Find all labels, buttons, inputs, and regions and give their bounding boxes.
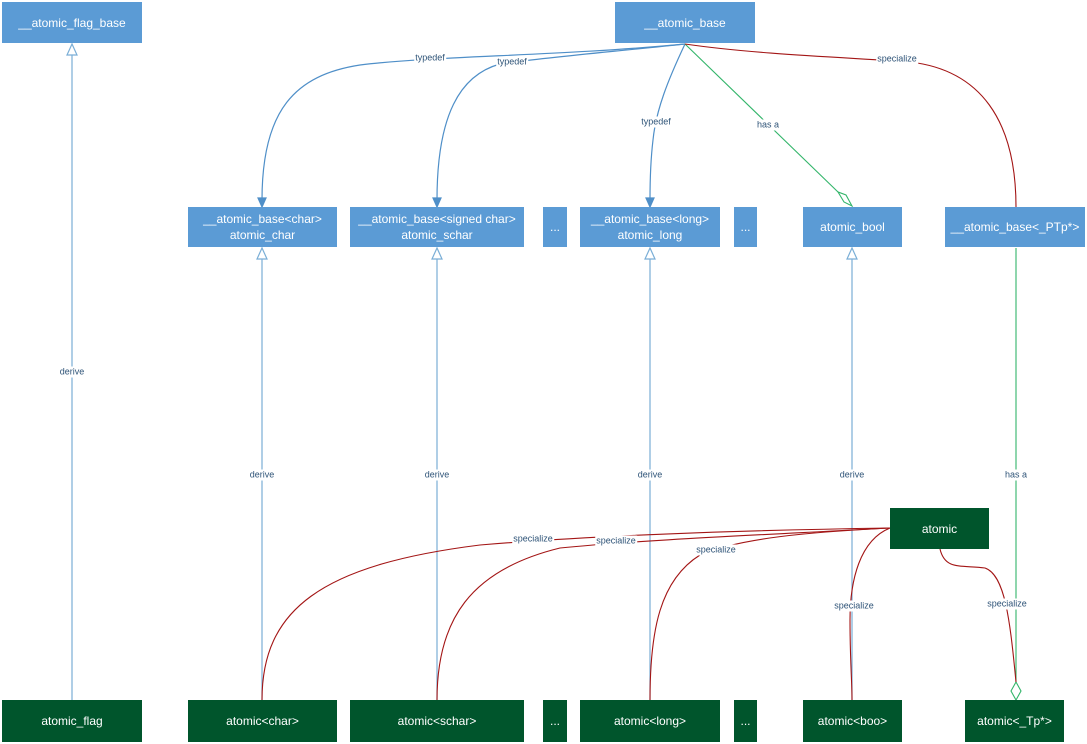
node-base-char-line2: atomic_char	[229, 228, 296, 242]
edge-specialize-schar	[436, 527, 891, 701]
node-atomic-tp-label: atomic<_Tp*>	[977, 714, 1052, 728]
node-atomic-flag-base[interactable]: __atomic_flag_base	[2, 2, 142, 43]
typedef-arrowhead-schar	[432, 197, 442, 209]
derive-arrowhead-long	[644, 246, 656, 260]
edge-label-specialize-boo: specialize	[833, 600, 875, 612]
node-atomic-label: atomic	[921, 521, 958, 536]
node-ellipsis-bottom-2-label: ...	[740, 714, 751, 728]
node-atomic-schar[interactable]: atomic<schar>	[350, 700, 524, 742]
node-ellipsis-top-2[interactable]: ...	[734, 207, 757, 247]
typedef-arrowhead-long	[645, 197, 655, 209]
node-base-long-line1: __atomic_base<long>	[590, 212, 710, 226]
node-base-long[interactable]: __atomic_base<long> atomic_long	[580, 207, 720, 247]
edge-label-flag-derive: derive	[58, 366, 86, 378]
edge-label-specialize-schar: specialize	[595, 535, 637, 547]
derive-arrowhead-flag	[66, 42, 78, 56]
node-base-char-line1: __atomic_base<char>	[203, 212, 322, 226]
edge-typedef-char	[261, 43, 686, 201]
edge-label-specialize-ptp: specialize	[876, 53, 918, 65]
derive-arrowhead-bool	[846, 246, 858, 260]
node-atomic-base[interactable]: __atomic_base	[615, 2, 755, 43]
node-atomic-bool[interactable]: atomic_bool	[803, 207, 902, 247]
node-atomic-bool-label: atomic_bool	[820, 220, 885, 234]
edge-label-has-a-tp: has a	[1003, 469, 1029, 481]
node-base-schar-line1: __atomic_base<signed char>	[358, 212, 516, 226]
edge-label-derive-schar: derive	[423, 469, 451, 481]
node-atomic-schar-label: atomic<schar>	[397, 714, 477, 728]
node-atomic-long-label: atomic<long>	[613, 714, 687, 728]
node-atomic-flag-base-label: __atomic_flag_base	[18, 15, 126, 30]
node-ellipsis-bottom-2[interactable]: ...	[734, 700, 757, 742]
node-ellipsis-top-2-label: ...	[740, 220, 751, 234]
edge-label-has-a-bool: has a	[755, 119, 781, 131]
node-ellipsis-top-1-label: ...	[549, 220, 560, 234]
typedef-arrowhead-char	[257, 197, 267, 209]
edge-label-derive-char: derive	[248, 469, 276, 481]
node-base-ptp[interactable]: __atomic_base<_PTp*>	[945, 207, 1085, 247]
edge-label-specialize-long: specialize	[695, 544, 737, 556]
node-base-ptp-label: __atomic_base<_PTp*>	[950, 220, 1080, 234]
node-ellipsis-bottom-1-label: ...	[549, 714, 560, 728]
edge-label-typedef-long: typedef	[640, 116, 672, 128]
node-atomic-boo-label: atomic<boo>	[817, 714, 888, 728]
edge-specialize-ptp	[684, 43, 1017, 208]
node-ellipsis-bottom-1[interactable]: ...	[543, 700, 567, 742]
node-atomic-boo[interactable]: atomic<boo>	[803, 700, 902, 742]
edge-specialize-boo	[849, 527, 891, 701]
node-atomic[interactable]: atomic	[890, 508, 989, 549]
node-base-long-line2: atomic_long	[617, 228, 683, 242]
edge-specialize-tp	[939, 548, 1017, 683]
edge-label-specialize-tp: specialize	[986, 598, 1028, 610]
edge-typedef-long	[649, 43, 686, 201]
edge-label-derive-long: derive	[636, 469, 664, 481]
edge-label-derive-bool: derive	[838, 469, 866, 481]
has-a-diamond-bool	[836, 190, 854, 208]
edge-specialize-long	[649, 527, 891, 701]
node-atomic-long[interactable]: atomic<long>	[580, 700, 720, 742]
edge-has-a-bool	[684, 43, 839, 193]
node-atomic-flag-label: atomic_flag	[41, 714, 103, 728]
derive-arrowhead-schar	[431, 246, 443, 260]
edge-specialize-char	[261, 527, 891, 701]
node-base-schar[interactable]: __atomic_base<signed char> atomic_schar	[350, 207, 524, 247]
node-atomic-char-label: atomic<char>	[226, 714, 299, 728]
has-a-diamond-tp	[1010, 680, 1022, 702]
edge-label-typedef-char: typedef	[414, 52, 446, 64]
node-atomic-base-label: __atomic_base	[644, 15, 726, 30]
node-base-schar-line2: atomic_schar	[401, 228, 473, 242]
node-ellipsis-top-1[interactable]: ...	[543, 207, 567, 247]
edge-label-typedef-schar: typedef	[496, 56, 528, 68]
node-atomic-tp[interactable]: atomic<_Tp*>	[965, 700, 1064, 742]
derive-arrowhead-char	[256, 246, 268, 260]
edge-label-specialize-char: specialize	[512, 533, 554, 545]
node-atomic-char[interactable]: atomic<char>	[188, 700, 337, 742]
node-base-char[interactable]: __atomic_base<char> atomic_char	[188, 207, 337, 247]
node-atomic-flag[interactable]: atomic_flag	[2, 700, 142, 742]
